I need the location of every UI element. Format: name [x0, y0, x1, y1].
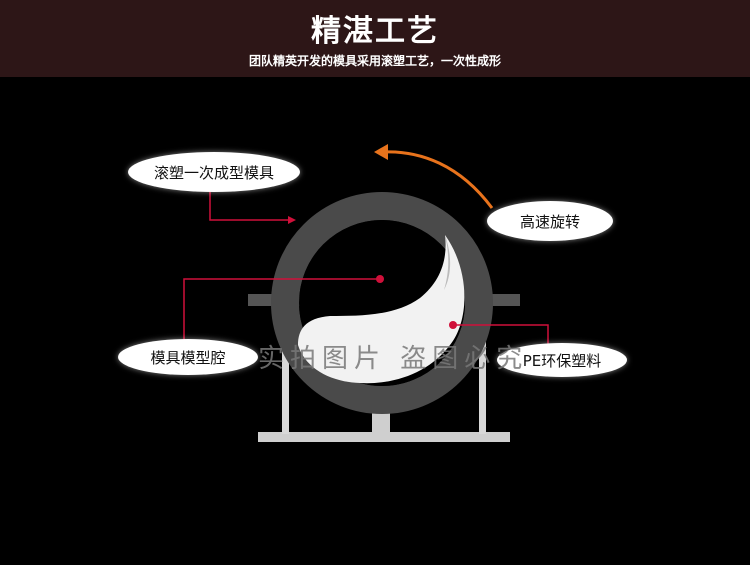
leader-mold	[209, 188, 292, 221]
stand-base	[258, 432, 510, 442]
mold-ring	[271, 192, 493, 414]
label-mold: 滚塑一次成型模具	[128, 152, 300, 192]
rotation-arrow	[381, 150, 494, 209]
leader-material-dot	[449, 321, 457, 329]
stand-left-post	[282, 300, 289, 434]
leader-mold-arrowhead	[288, 216, 296, 224]
header-banner: 精湛工艺 团队精英开发的模具采用滚塑工艺，一次性成形	[0, 0, 750, 77]
stand-right-post	[479, 300, 486, 434]
label-rotation: 高速旋转	[487, 201, 613, 241]
pe-material-crescent	[298, 235, 465, 384]
page-title: 精湛工艺	[311, 14, 439, 49]
leader-material	[453, 324, 549, 345]
leader-cavity	[183, 278, 380, 345]
rotation-arrow-head	[374, 144, 388, 160]
label-cavity: 模具模型腔	[118, 339, 258, 375]
page-subtitle: 团队精英开发的模具采用滚塑工艺，一次性成形	[248, 54, 501, 68]
label-material: PE环保塑料	[497, 343, 627, 377]
watermark-text: 实拍图片 盗图必究	[258, 344, 529, 374]
leader-cavity-dot	[376, 275, 384, 283]
pe-material-shade	[444, 235, 451, 290]
